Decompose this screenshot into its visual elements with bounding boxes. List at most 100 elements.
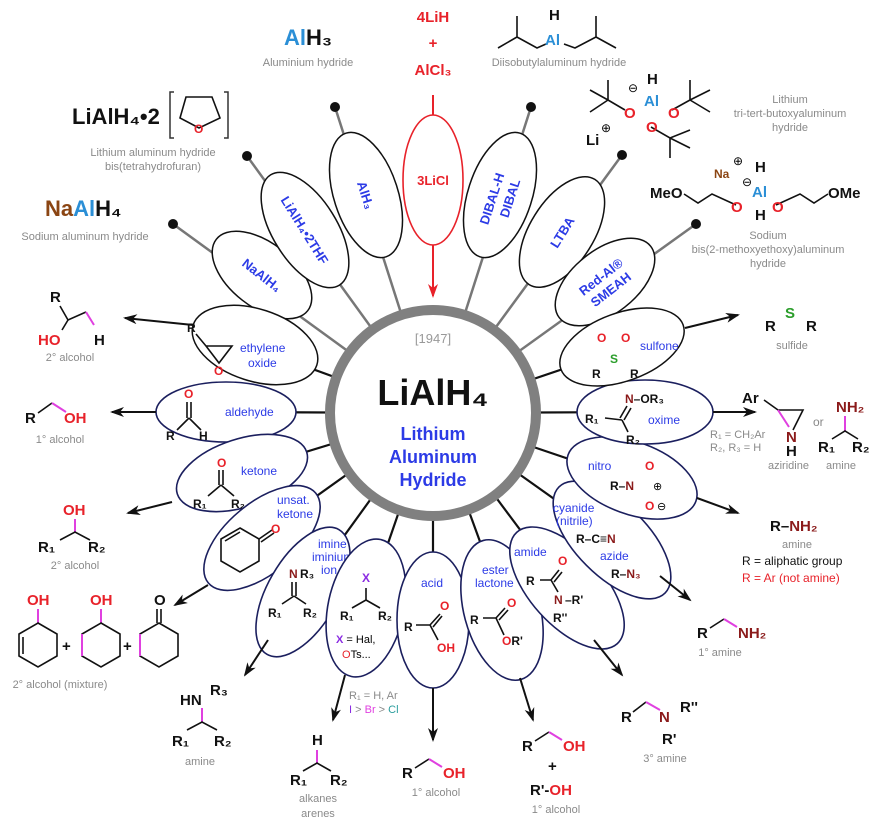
structure-label: R [402, 765, 413, 782]
structure-label: R₂ [330, 772, 348, 789]
structure-label: R₂ [852, 439, 870, 456]
structure-label: R [25, 410, 36, 427]
structure-label: H [549, 7, 560, 24]
reagent-ellipse-naalh4[interactable]: NaAlH₄ [197, 214, 328, 336]
product-sulfide: R S R sulfide [765, 305, 817, 352]
structure-label: sulfone [640, 339, 679, 353]
reagent-ellipse-3licl[interactable]: 3LiCl [402, 114, 464, 246]
center-lialh4: [1947] LiAlH₄ Lithium Aluminum Hydride [325, 305, 541, 521]
structure-label: 2° alcohol [46, 352, 94, 364]
structure-label: R₂ [214, 733, 232, 750]
structure-label: Al [545, 32, 560, 49]
structure-label: N [786, 429, 797, 446]
structure-label: R–N [610, 479, 634, 493]
structure-label: R₁ = H, Ar [349, 690, 398, 702]
structure-label: bis(2-methoxyethoxy)aluminum [692, 244, 845, 256]
structure-label: Aluminium hydride [263, 57, 353, 69]
reagent-synthesis: 4LiH + AlCl₃ [415, 9, 452, 79]
structure-label: + [62, 638, 71, 655]
structure-label: 1° alcohol [532, 804, 580, 816]
substrate-acid[interactable]: acid O R OH [396, 551, 470, 689]
structure-label: O [184, 387, 193, 401]
reagent-alh3: AlH₃ Aluminium hydride [263, 25, 353, 69]
structure-label: R'' [680, 699, 698, 716]
structure-label: X = Hal, [336, 634, 375, 646]
substrate-aldehyde[interactable]: O R H aldehyde [155, 381, 297, 443]
structure-label: O [507, 596, 516, 610]
structure-label: OH [90, 592, 113, 609]
reagent-ellipse-dibal[interactable]: DIBAL-H DIBAL [449, 123, 550, 266]
reagent-ellipse-lialh4-thf[interactable]: LiAlH₄•2THF [243, 158, 366, 302]
structure-label: aldehyde [225, 405, 274, 419]
substrate-epoxide[interactable]: R O ethylene oxide [182, 291, 328, 400]
structure-label: S [785, 305, 795, 322]
substrate-oxime[interactable]: N–OR₃ R₁ R₂ oxime [576, 379, 714, 447]
structure-label: O [597, 331, 606, 345]
structure-label: ⊖ [742, 175, 752, 189]
structure-label: ⊕ [653, 481, 662, 493]
structure-label: alkanes [299, 793, 337, 805]
structure-label: 1° alcohol [412, 787, 460, 799]
reagent-ellipse-alh3[interactable]: AlH₃ [315, 123, 416, 266]
structure-label: Ar [742, 390, 759, 407]
structure-label: ketone [277, 507, 313, 521]
product-amine-nitro: R–NH₂ amine R = aliphatic group R = Ar (… [742, 518, 843, 585]
structure-label: H [647, 71, 658, 88]
structure-label: R₁ = CH₂Ar [710, 429, 766, 441]
structure-label: hydride [772, 122, 808, 134]
structure-label: R [187, 321, 196, 335]
structure-label: amine [782, 539, 812, 551]
structure-label: –R' [565, 593, 583, 607]
structure-label: NaAlH₄ [45, 196, 122, 221]
substrate-amide[interactable]: amide O R N –R' R'' [489, 508, 644, 669]
structure-label: R [166, 429, 175, 443]
structure-label: R₂ [303, 606, 317, 620]
structure-label: OMe [828, 185, 861, 202]
structure-label: ketone [241, 464, 277, 478]
substrate-imine[interactable]: imine iminium ion N R₃ R₁ R₂ [237, 512, 370, 672]
structure-label: R [470, 613, 479, 627]
structure-label: N–OR₃ [625, 392, 664, 406]
structure-label: R = Ar (not amine) [742, 571, 840, 585]
structure-label: N [554, 593, 563, 607]
structure-label: R [806, 318, 817, 335]
structure-label: X [362, 571, 370, 585]
structure-label: R₂ [626, 433, 640, 447]
structure-label: O [271, 522, 280, 536]
structure-label: Na [714, 167, 730, 181]
structure-label: R–NH₂ [770, 518, 818, 535]
structure-label: S [610, 352, 618, 366]
structure-label: N [659, 709, 670, 726]
structure-label: or [813, 415, 824, 429]
substrate-unsat-ketone[interactable]: O unsat. ketone [186, 466, 338, 610]
structure-label: OH [437, 641, 455, 655]
structure-label: R₁ [38, 539, 55, 556]
structure-label: lactone [475, 576, 514, 590]
reagent-ellipse-ltba[interactable]: LTBA [502, 162, 622, 301]
structure-label: R₂ [231, 497, 245, 511]
structure-label: O [624, 105, 636, 122]
structure-label: NH₂ [738, 625, 766, 642]
structure-label: Lithium [401, 424, 466, 444]
structure-label: unsat. [277, 493, 310, 507]
structure-label: 1° amine [698, 647, 742, 659]
substrate-sulfone[interactable]: O O S R R sulfone [549, 293, 694, 401]
reagent-ellipse-redal[interactable]: Red-Al® SMEAH [540, 221, 671, 343]
structure-label: aziridine [768, 460, 809, 472]
substrate-nitrile-azide[interactable]: cyanide (nitrile) R–C≡N azide R–N₃ [534, 462, 691, 619]
substrate-halide[interactable]: X R₁ R₂ X = Hal, OTs... [314, 532, 417, 685]
structure-label: AlH₃ [284, 25, 332, 50]
structure-label: + [548, 758, 557, 775]
structure-label: R₂ [378, 609, 392, 623]
structure-label: I > Br > Cl [349, 704, 399, 716]
structure-label: OH [64, 410, 87, 427]
structure-label: R₁ [193, 497, 207, 511]
reagent-redal: Na ⊕ ⊖ H Al H MeO O O OMe Sodium bis(2-m… [650, 154, 861, 270]
structure-label: acid [421, 576, 443, 590]
structure-label: Sodium [749, 230, 786, 242]
structure-label: OR' [502, 634, 523, 648]
structure-label: hydride [750, 258, 786, 270]
structure-label: Aluminum [389, 447, 477, 467]
structure-label: R'-OH [530, 782, 572, 799]
structure-label: O [645, 459, 654, 473]
